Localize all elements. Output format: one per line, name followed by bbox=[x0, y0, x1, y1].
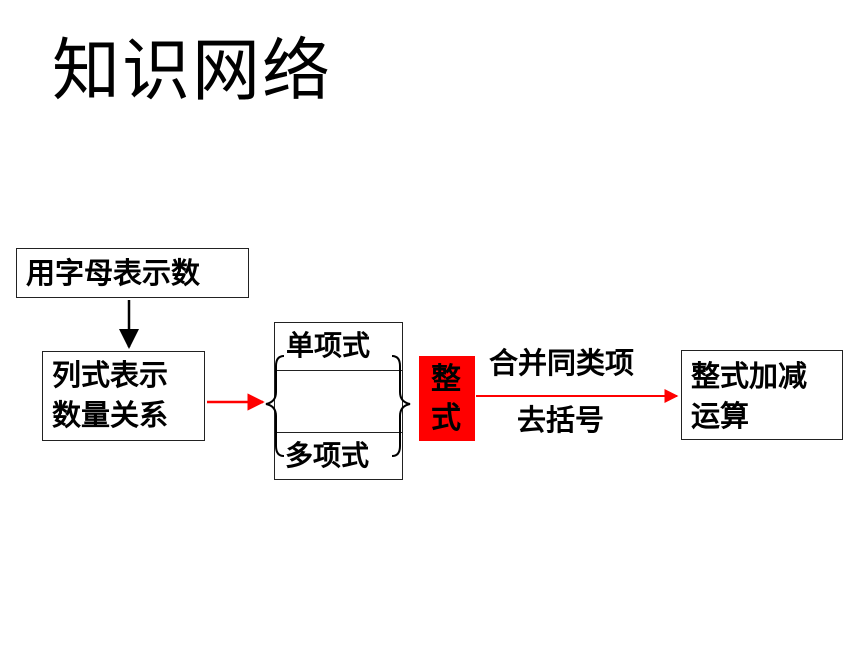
classification-divider-top bbox=[274, 370, 403, 371]
classification-divider-bottom bbox=[274, 432, 403, 433]
page-title: 知识网络 bbox=[52, 32, 333, 111]
right-brace bbox=[391, 355, 411, 457]
letters-label: 用字母表示数 bbox=[26, 256, 201, 290]
combine-like-terms-label: 合并同类项 bbox=[489, 346, 635, 380]
remove-brackets-label: 去括号 bbox=[517, 403, 605, 437]
polynomial-expression-char2: 式 bbox=[431, 401, 461, 436]
expression-label-line1: 列式表示 bbox=[52, 358, 169, 392]
polynomial-label: 多项式 bbox=[285, 439, 370, 472]
polynomial-expression-char1: 整 bbox=[431, 362, 461, 397]
left-brace bbox=[265, 355, 285, 457]
add-subtract-label-line2: 运算 bbox=[691, 399, 750, 433]
add-subtract-node: 整式加减 运算 bbox=[681, 350, 843, 440]
expression-node: 列式表示 数量关系 bbox=[42, 351, 205, 441]
letters-node: 用字母表示数 bbox=[16, 248, 249, 298]
polynomial-expression-node: 整 式 bbox=[419, 356, 475, 441]
classification-node bbox=[274, 322, 403, 480]
expression-label-line2: 数量关系 bbox=[52, 398, 169, 432]
monomial-label: 单项式 bbox=[286, 329, 371, 362]
add-subtract-label-line1: 整式加减 bbox=[691, 359, 808, 393]
